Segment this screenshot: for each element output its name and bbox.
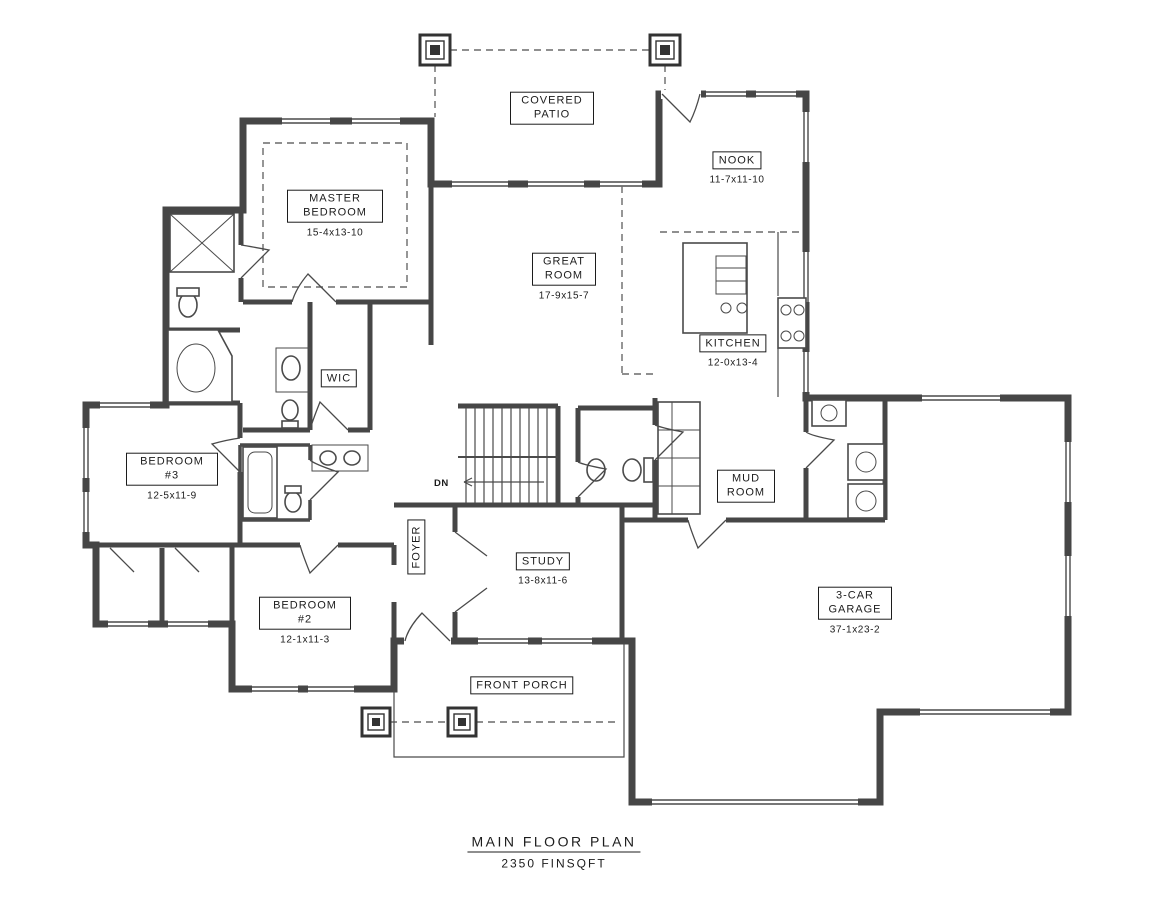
interior-walls xyxy=(96,184,888,641)
hall-bath-fixtures xyxy=(275,347,311,429)
room-dims-bedroom-2: 12-1x11-3 xyxy=(278,634,332,646)
room-label-master-bedroom: MASTER BEDROOM 15-4x13-10 xyxy=(287,189,383,241)
room-label-covered-patio: COVERED PATIO xyxy=(510,91,594,125)
room-dims-great-room: 17-9x15-7 xyxy=(536,290,592,302)
room-label-mud-room: MUD ROOM xyxy=(717,469,775,503)
plan-area: 2350 FINSQFT xyxy=(501,856,607,871)
laundry-fixtures xyxy=(811,399,885,519)
room-label-nook: NOOK 11-7x11-10 xyxy=(707,150,767,187)
room-label-bedroom-3: BEDROOM #3 12-5x11-9 xyxy=(126,452,218,504)
stairs xyxy=(458,408,558,503)
powder-room-fixtures xyxy=(586,457,654,483)
mudroom-bench xyxy=(657,401,701,515)
title-block: MAIN FLOOR PLAN 2350 FINSQFT xyxy=(467,834,641,871)
windows xyxy=(81,89,1073,807)
kitchen-fixtures xyxy=(682,232,807,397)
room-dims-study: 13-8x11-6 xyxy=(516,575,570,587)
doors xyxy=(109,93,836,642)
room-dims-nook: 11-7x11-10 xyxy=(707,174,767,186)
room-dims-bedroom-3: 12-5x11-9 xyxy=(145,490,199,502)
room-label-front-porch: FRONT PORCH xyxy=(470,675,574,695)
master-bath-fixtures xyxy=(167,213,235,403)
dashed-ceiling-lines xyxy=(262,49,804,723)
room-dims-garage: 37-1x23-2 xyxy=(827,624,883,636)
patio-columns xyxy=(418,33,682,67)
room-label-kitchen: KITCHEN 12-0x13-4 xyxy=(699,333,767,370)
room-label-foyer: FOYER xyxy=(406,519,426,575)
room-label-bedroom-2: BEDROOM #2 12-1x11-3 xyxy=(259,596,351,648)
room-label-garage: 3-CAR GARAGE 37-1x23-2 xyxy=(818,586,892,638)
porch-columns xyxy=(360,706,478,738)
shared-bath-fixtures xyxy=(242,444,369,519)
room-dims-master-bedroom: 15-4x13-10 xyxy=(304,227,366,239)
stairs-direction-label: DN xyxy=(434,478,449,489)
room-label-study: STUDY 13-8x11-6 xyxy=(515,551,571,588)
door-gaps xyxy=(404,88,701,647)
plan-title: MAIN FLOOR PLAN xyxy=(467,834,641,853)
porch-outline xyxy=(393,643,625,758)
room-label-great-room: GREAT ROOM 17-9x15-7 xyxy=(532,252,596,304)
room-dims-kitchen: 12-0x13-4 xyxy=(705,357,761,369)
room-label-wic: WIC xyxy=(320,368,358,388)
